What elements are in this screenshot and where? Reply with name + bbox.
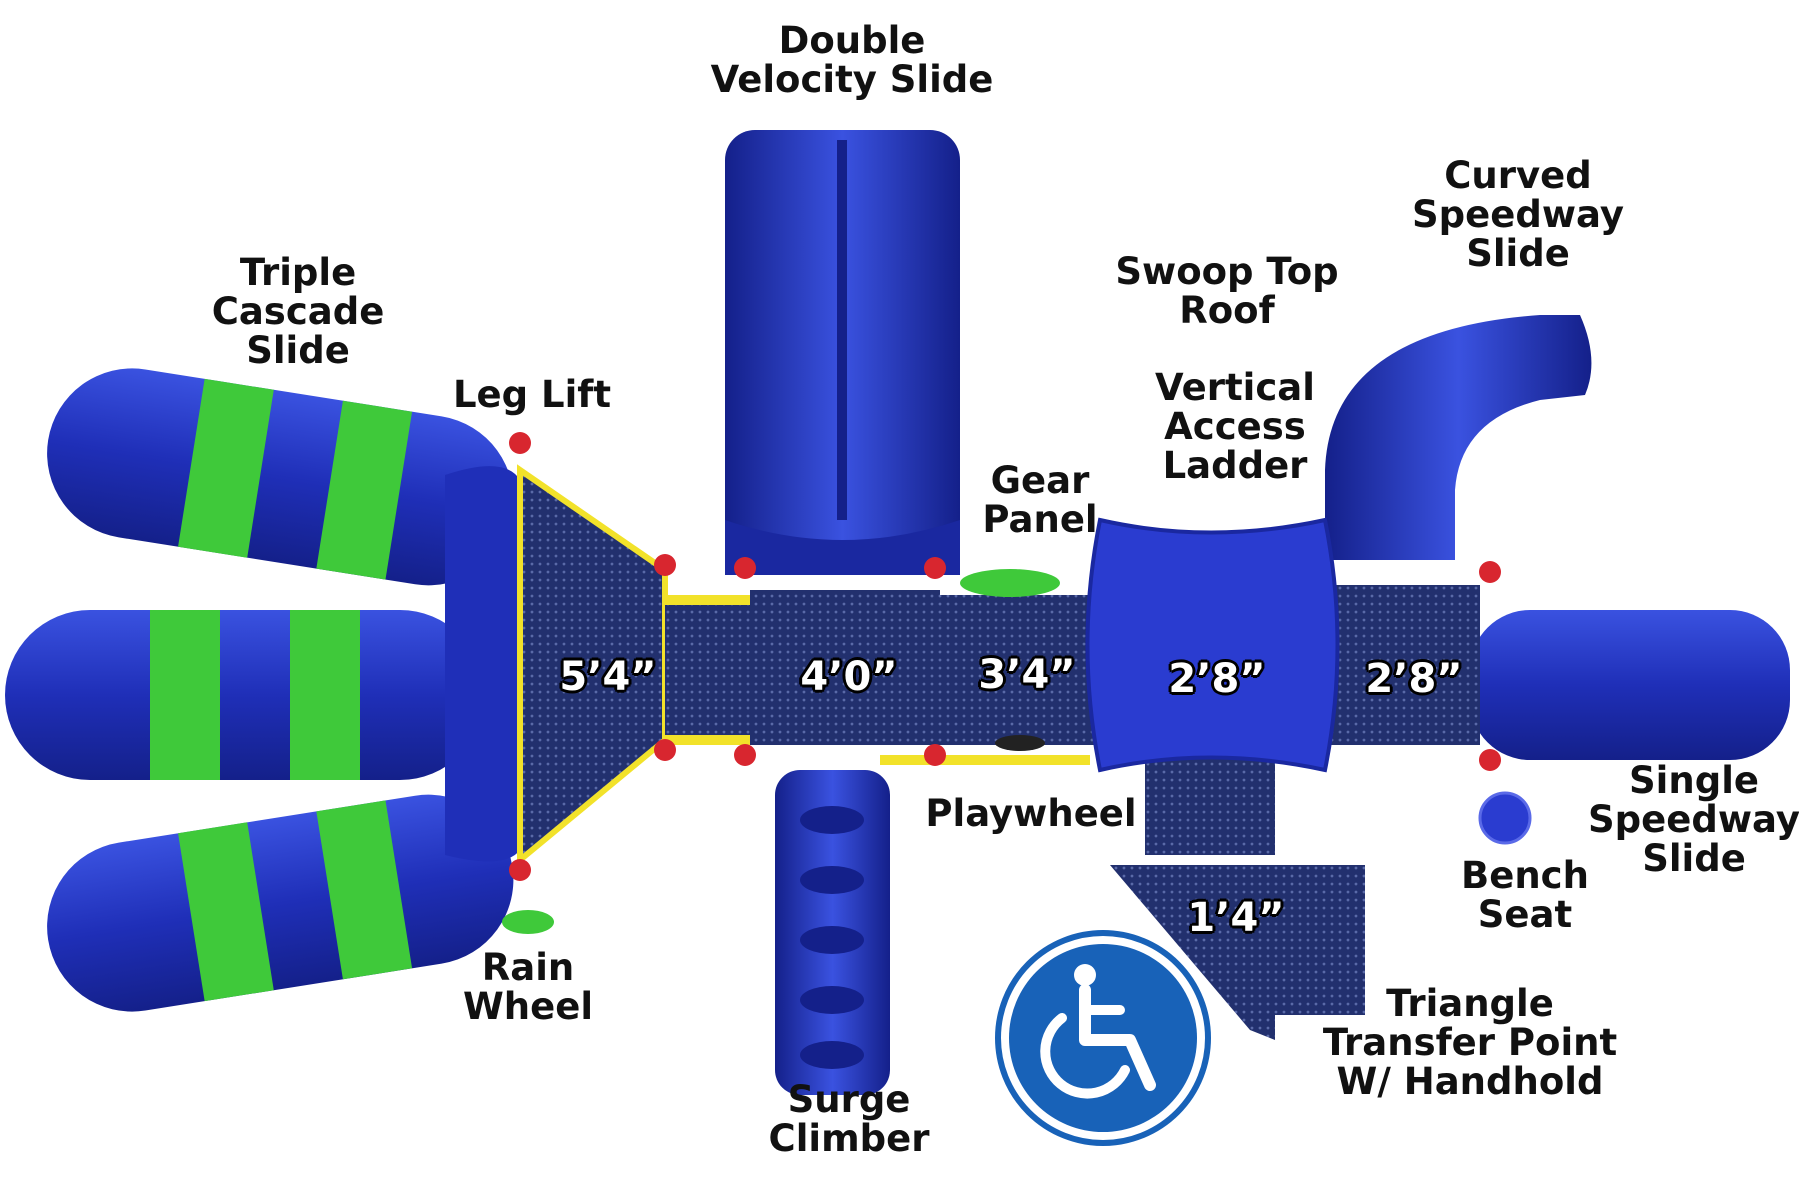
deck-height-4: 2’8” — [1168, 656, 1266, 702]
label-triple-cascade-slide: Triple Cascade Slide — [211, 251, 385, 372]
double-velocity-slide — [725, 130, 960, 575]
label-leg-lift: Leg Lift — [452, 373, 612, 416]
deck-height-transfer: 1’4” — [1187, 895, 1285, 941]
label-surge-climber: Surge Climber — [768, 1078, 930, 1160]
wheelchair-accessibility-icon — [995, 930, 1211, 1146]
label-single-speedway-slide: Single Speedway Slide — [1588, 759, 1799, 880]
rain-wheel-shape — [502, 910, 554, 934]
swoop-top-roof — [1085, 517, 1340, 773]
deck-platforms — [517, 464, 1480, 1040]
deck-height-5: 2’8” — [1365, 656, 1463, 702]
deck-height-1: 5’4” — [559, 654, 657, 700]
label-bench-seat: Bench Seat — [1461, 854, 1589, 936]
posts — [509, 432, 1501, 881]
triple-cascade-slide — [5, 368, 520, 1012]
deck-height-2: 4’0” — [800, 654, 898, 700]
label-rain-wheel: Rain Wheel — [462, 946, 594, 1028]
deck-height-3: 3’4” — [978, 652, 1076, 698]
label-triangle-transfer-point: Triangle Transfer Point W/ Handhold — [1322, 982, 1618, 1103]
bench-seat-shape — [1478, 791, 1532, 845]
label-gear-panel: Gear Panel — [982, 459, 1098, 541]
playwheel-shape — [995, 735, 1045, 751]
label-playwheel: Playwheel — [925, 792, 1137, 835]
label-swoop-top-roof: Swoop Top Roof — [1115, 250, 1339, 332]
curved-speedway-slide — [1325, 315, 1592, 560]
label-curved-speedway-slide: Curved Speedway Slide — [1412, 154, 1624, 275]
surge-climber — [775, 770, 890, 1095]
gear-panel-shape — [960, 569, 1060, 597]
single-speedway-slide — [1470, 610, 1790, 760]
label-double-velocity-slide: Double Velocity Slide — [710, 19, 994, 101]
label-vertical-access-ladder: Vertical Access Ladder — [1155, 366, 1315, 487]
